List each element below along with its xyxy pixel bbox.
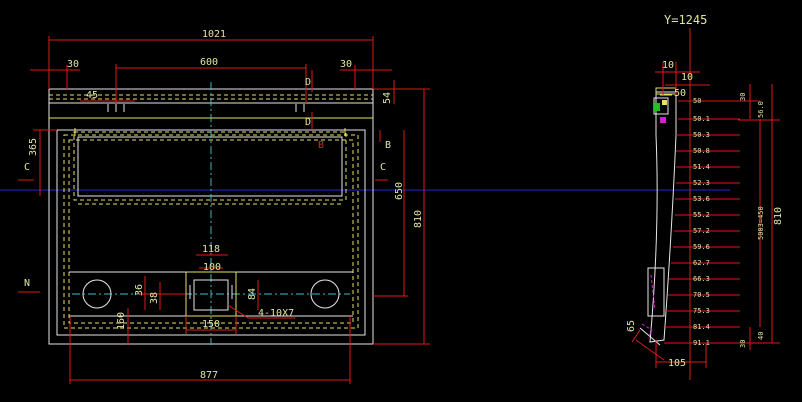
section-mark-c-left: C (24, 162, 30, 173)
section-mark-c-right: C (380, 162, 386, 173)
dim-left-h: 365 (28, 138, 39, 156)
side-dim-50: 50 (674, 88, 686, 99)
dim-bottom-width: 877 (200, 370, 218, 381)
offset-label: 70.5 (693, 291, 710, 299)
section-mark-n: N (24, 278, 30, 289)
offset-label: 53.6 (693, 195, 710, 203)
side-dim-105: 105 (668, 358, 686, 369)
side-dim-810: 810 (773, 207, 784, 225)
side-dim-56: 56.0 (757, 101, 765, 118)
section-mark-b-right: B (385, 140, 391, 151)
side-view: Y=1245 (626, 13, 784, 380)
front-view: 1021 30 600 30 45 877 118 100 150 4-10X7… (18, 29, 430, 384)
window-opening (77, 136, 343, 197)
dim-h38: 38 (149, 292, 160, 304)
offset-label: 51.4 (693, 163, 710, 171)
offset-label: 50 (693, 97, 701, 105)
dim-left-margin: 30 (67, 59, 79, 70)
mount-hole-right (310, 279, 340, 309)
side-dim-30b: 30 (739, 340, 747, 348)
dim-right-margin: 30 (340, 59, 352, 70)
dim-w100: 100 (203, 262, 221, 273)
offset-label: 62.7 (693, 259, 710, 267)
side-dim-30a: 30 (739, 93, 747, 101)
offset-label: 50.1 (693, 115, 710, 123)
dim-h84: 84 (247, 288, 258, 300)
dim-small-top: 45 (86, 90, 98, 101)
dim-overall-width: 1021 (202, 29, 226, 40)
offset-label: 57.2 (693, 227, 710, 235)
offset-label: 66.3 (693, 275, 710, 283)
offset-label: 59.6 (693, 243, 710, 251)
side-dim-10a: 10 (662, 60, 674, 71)
side-dim-40: 40 (757, 332, 765, 340)
dim-w118: 118 (202, 244, 220, 255)
dim-h160: 160 (116, 312, 127, 330)
offset-labels: 50 50.1 50.3 50.8 51.4 52.3 53.6 55.2 57… (693, 97, 710, 347)
dim-top-span: 600 (200, 57, 218, 68)
dim-right-h1: 650 (394, 182, 405, 200)
side-profile-outer (649, 91, 677, 343)
offset-label: 50.3 (693, 131, 710, 139)
side-dim-mid: 5003=450 (757, 206, 765, 240)
offset-label: 50.8 (693, 147, 710, 155)
side-dim-65: 65 (626, 320, 637, 332)
offset-label: 91.1 (693, 339, 710, 347)
offset-label: 75.3 (693, 307, 710, 315)
mount-hole-left (82, 279, 112, 309)
dim-w150: 150 (202, 319, 220, 330)
dim-right-h2: 810 (413, 210, 424, 228)
section-mark-d-bottom: D (305, 117, 311, 128)
side-dim-10b: 10 (681, 72, 693, 83)
side-view-title: Y=1245 (664, 13, 707, 27)
offset-label: 52.3 (693, 179, 710, 187)
offset-label: 81.4 (693, 323, 710, 331)
offset-leaders (631, 62, 780, 368)
dim-holes-note: 4-10X7 (258, 308, 294, 319)
section-mark-b-left: B (318, 140, 324, 151)
dim-h36: 36 (134, 284, 145, 296)
dim-side-small: 54 (382, 92, 393, 104)
offset-label: 55.2 (693, 211, 710, 219)
section-mark-d-top: D (305, 77, 311, 88)
